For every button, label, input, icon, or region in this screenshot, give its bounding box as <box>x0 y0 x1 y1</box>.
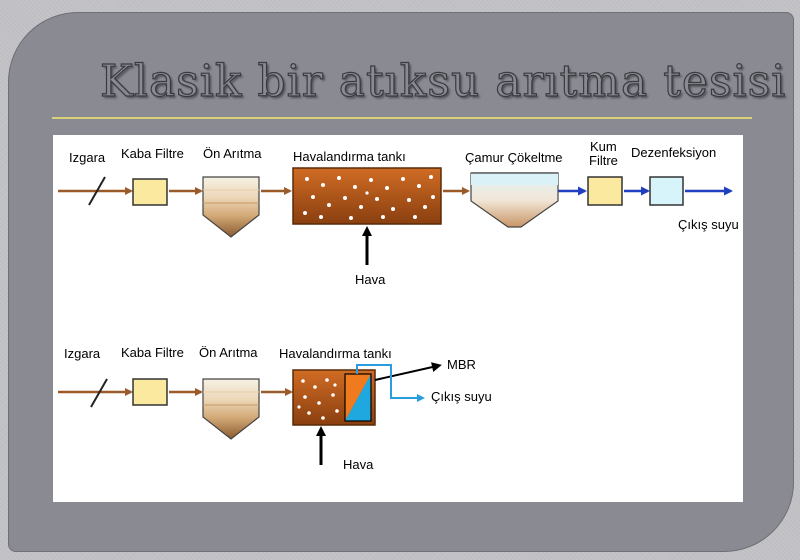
top-label-havalandirma: Havalandırma tankı <box>293 149 406 164</box>
top-camur-cokeltme-tank <box>470 172 559 228</box>
top-label-cikis: Çıkış suyu <box>678 217 739 232</box>
top-label-dezenfeksiyon: Dezenfeksiyon <box>631 145 716 160</box>
slide-title: Klasik bir atıksu arıtma tesisi <box>99 55 787 107</box>
top-label-kaba-filtre: Kaba Filtre <box>121 146 184 161</box>
bottom-label-on-aritma: Ön Arıtma <box>199 345 258 360</box>
top-label-kum-2: Filtre <box>589 153 618 168</box>
bottom-mbr-arrow <box>374 362 442 381</box>
bottom-process-diagram: Izgara Kaba Filtre Ön Arıtma Havalandırm… <box>58 345 492 472</box>
bottom-on-aritma-tank <box>202 378 260 440</box>
bottom-label-kaba-filtre: Kaba Filtre <box>121 345 184 360</box>
bottom-label-mbr: MBR <box>447 357 476 372</box>
process-diagram-panel: Izgara Kaba Filtre Ön Arıtma Havalandırm… <box>53 135 743 502</box>
top-label-camur: Çamur Çökeltme <box>465 150 563 165</box>
top-label-kum-1: Kum <box>590 139 617 154</box>
top-kum-filtre-box <box>587 176 623 206</box>
top-kaba-filtre-box <box>132 178 168 206</box>
bottom-screen-slash <box>90 378 108 408</box>
title-divider <box>52 117 752 119</box>
bottom-mbr-tank <box>292 369 376 426</box>
bottom-label-cikis: Çıkış suyu <box>431 389 492 404</box>
top-label-on-aritma: Ön Arıtma <box>203 146 262 161</box>
bottom-label-izgara: Izgara <box>64 346 101 361</box>
top-dezenfeksiyon-box <box>649 176 684 206</box>
top-label-hava: Hava <box>355 272 386 287</box>
bottom-label-hava: Hava <box>343 457 374 472</box>
bottom-effluent-pipe <box>356 364 425 402</box>
process-diagram-svg: Izgara Kaba Filtre Ön Arıtma Havalandırm… <box>58 139 739 472</box>
bottom-label-havalandirma: Havalandırma tankı <box>279 346 392 361</box>
membrane-blue-half <box>345 374 371 421</box>
top-process-diagram: Izgara Kaba Filtre Ön Arıtma Havalandırm… <box>58 139 739 287</box>
top-havalandirma-tank <box>292 167 442 225</box>
top-on-aritma-tank <box>202 176 260 238</box>
top-screen-slash <box>88 176 106 206</box>
bottom-kaba-filtre-box <box>132 378 168 406</box>
top-label-izgara: Izgara <box>69 150 106 165</box>
